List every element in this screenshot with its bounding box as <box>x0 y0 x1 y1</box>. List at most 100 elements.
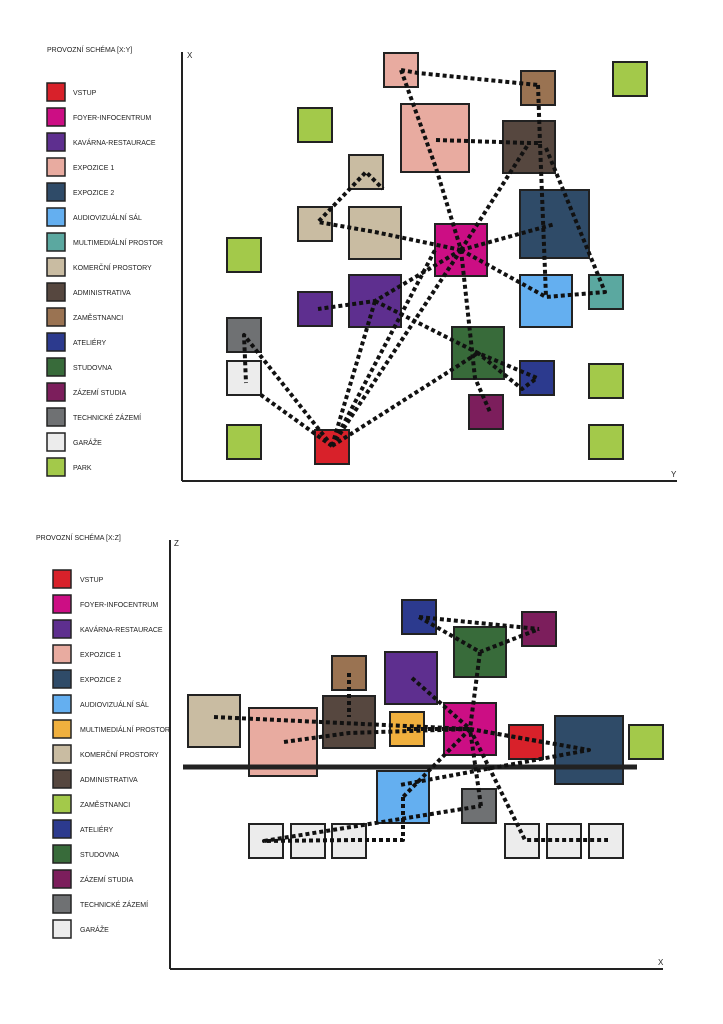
paths-xz <box>213 615 608 843</box>
legend-swatch <box>52 694 72 714</box>
path <box>401 727 472 799</box>
axis-x-label: X <box>658 958 664 967</box>
room-audio <box>519 274 573 328</box>
legend-swatch <box>46 332 66 352</box>
path <box>468 728 483 807</box>
legend-label: ZÁZEMÍ STUDIA <box>80 875 134 884</box>
legend-swatch <box>52 869 72 889</box>
legend-label: EXPOZICE 1 <box>73 165 114 172</box>
path <box>242 333 334 448</box>
room-expozice1 <box>400 103 470 173</box>
legend-label: ADMINISTRATIVA <box>73 290 131 297</box>
legend-label: ATELIÉRY <box>73 338 107 347</box>
room-komercni-small <box>297 206 333 242</box>
room-park <box>588 363 624 399</box>
legend-xy: VSTUPFOYER-INFOCENTRUMKAVÁRNA-RESTAURACE… <box>46 82 163 477</box>
legend-swatch <box>46 432 66 452</box>
legend-swatch <box>52 644 72 664</box>
legend-label: ZAMĚSTNANCI <box>80 800 130 809</box>
path <box>460 222 556 252</box>
legend-label: EXPOZICE 2 <box>73 190 114 197</box>
legend-swatch <box>46 132 66 152</box>
path <box>410 676 472 731</box>
legend-swatch <box>46 382 66 402</box>
room-zamestnanci-green <box>628 724 664 760</box>
legend-label: AUDIOVIZUÁLNÍ SÁL <box>73 213 142 222</box>
legend-swatch <box>52 919 72 939</box>
axis-y-label: Y <box>671 470 677 479</box>
legend-label: STUDOVNA <box>73 365 112 372</box>
legend-swatch <box>46 207 66 227</box>
legend-label: FOYER-INFOCENTRUM <box>73 115 151 122</box>
legend-label: GARÁŽE <box>73 438 102 447</box>
room-technicke <box>461 788 497 824</box>
room-expozice2 <box>519 189 590 259</box>
room-park <box>612 61 648 97</box>
legend-swatch <box>52 819 72 839</box>
legend-label: FOYER-INFOCENTRUM <box>80 602 158 609</box>
path <box>400 68 539 87</box>
legend-label: AUDIOVIZUÁLNÍ SÁL <box>80 700 149 709</box>
legend-swatch <box>46 232 66 252</box>
room-garaze <box>504 823 540 859</box>
room-park <box>226 424 262 460</box>
path <box>283 727 471 744</box>
room-park <box>226 237 262 273</box>
legend-label: EXPOZICE 2 <box>80 677 121 684</box>
legend-label: KAVÁRNA-RESTAURACE <box>73 138 156 147</box>
room-zazemi-studia <box>468 394 504 430</box>
room-park <box>588 424 624 460</box>
legend-label: ADMINISTRATIVA <box>80 777 138 784</box>
legend-label: STUDOVNA <box>80 852 119 859</box>
room-administrativa <box>502 120 556 174</box>
legend-label: ZAMĚSTNANCI <box>73 313 123 322</box>
schema-xz-title: PROVOZNÍ SCHÉMA [X:Z] <box>36 533 121 542</box>
room-garaze <box>588 823 624 859</box>
legend-swatch <box>46 107 66 127</box>
path <box>330 300 377 447</box>
legend-label: ZÁZEMÍ STUDIA <box>73 388 127 397</box>
legend-swatch <box>46 157 66 177</box>
path <box>330 249 437 447</box>
path <box>330 351 480 448</box>
path <box>435 138 607 299</box>
legend-label: KOMERČNÍ PROSTORY <box>80 750 159 759</box>
legend-label: MULTIMEDIÁLNÍ PROSTOR <box>80 725 170 734</box>
schema-xy: PROVOZNÍ SCHÉMA [X:Y] X Y VSTUPFOYER-INF… <box>46 45 677 482</box>
legend-swatch <box>46 182 66 202</box>
legend-swatch <box>46 357 66 377</box>
path <box>459 141 531 252</box>
path <box>374 299 539 391</box>
path <box>262 797 482 843</box>
legend-label: MULTIMEDIÁLNÍ PROSTOR <box>73 238 163 247</box>
legend-swatch <box>46 407 66 427</box>
path <box>460 248 547 299</box>
paths-xy <box>242 68 607 448</box>
room-vstup <box>508 724 544 760</box>
path <box>399 69 463 251</box>
legend-swatch <box>46 257 66 277</box>
room-technicke <box>226 317 262 353</box>
legend-swatch <box>52 894 72 914</box>
legend-label: VSTUP <box>80 577 104 584</box>
path <box>213 715 471 731</box>
axis-x-label: X <box>187 51 193 60</box>
legend-swatch <box>46 282 66 302</box>
legend-swatch <box>52 569 72 589</box>
legend-swatch <box>52 769 72 789</box>
legend-label: EXPOZICE 1 <box>80 652 121 659</box>
rooms-xy <box>226 52 648 465</box>
legend-swatch <box>46 307 66 327</box>
legend-swatch <box>52 844 72 864</box>
path <box>316 170 462 252</box>
legend-label: PARK <box>73 465 92 472</box>
legend-swatch <box>52 669 72 689</box>
legend-xz: VSTUPFOYER-INFOCENTRUMKAVÁRNA-RESTAURACE… <box>52 569 170 939</box>
room-expozice1-small <box>383 52 419 88</box>
path <box>468 651 482 730</box>
legend-label: TECHNICKÉ ZÁZEMÍ <box>73 413 141 422</box>
room-komercni <box>187 694 241 748</box>
room-ateliery <box>519 360 555 396</box>
legend-swatch <box>52 619 72 639</box>
